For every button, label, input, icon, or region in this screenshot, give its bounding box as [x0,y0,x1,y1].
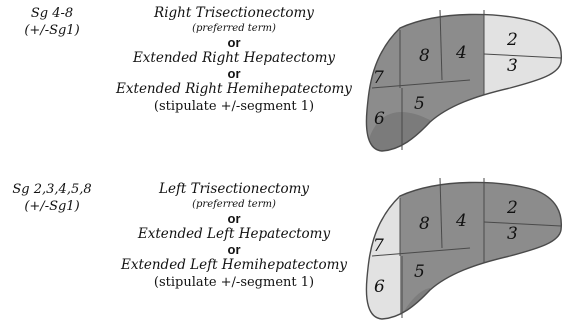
segment-label: 7 [373,236,384,256]
segment-label: 2 [506,198,518,218]
procedure-terms-left: Left Trisectionectomy (preferred term) o… [108,181,360,291]
segment-label: 3 [507,224,518,244]
segment-range: Sg 2,3,4,5,8 [4,181,100,198]
segment-label: 8 [419,46,430,66]
segment-label: 4 [455,43,467,63]
remnant-region [484,0,563,170]
segment-label: 6 [374,109,385,129]
shading [340,112,430,170]
segment-1-note: (+/-Sg1) [4,198,100,215]
segment-label: 8 [419,214,430,234]
liver-diagram-left: 8 4 2 7 3 5 6 [340,160,563,321]
segment-label: 6 [374,277,385,297]
segment-label: 3 [507,56,518,76]
segment-1-stipulation: (stipulate +/-segment 1) [108,274,360,291]
segment-label: 4 [455,211,467,231]
preferred-term-note: (preferred term) [108,198,360,212]
procedure-synonym: Extended Left Hepatectomy [108,226,360,243]
or-separator: or [108,212,360,226]
segment-label: 2 [506,30,518,50]
segment-label: 7 [373,68,384,88]
segment-list-left-trisectionectomy: Sg 2,3,4,5,8 (+/-Sg1) [4,181,100,215]
procedure-synonym: Extended Left Hemihepatectomy [108,257,360,274]
procedure-name: Left Trisectionectomy [108,181,360,198]
segment-label: 5 [414,262,425,282]
or-separator: or [108,243,360,257]
liver-diagram-right: 8 4 2 7 3 5 6 [340,0,563,170]
segment-label: 5 [414,94,425,114]
